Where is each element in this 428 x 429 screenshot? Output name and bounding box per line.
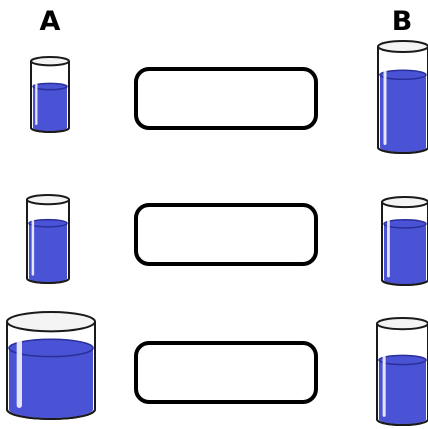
column-heading-b: B	[392, 6, 413, 37]
row-3-glass-b-rim	[376, 317, 428, 331]
row-3-glass-a-water	[9, 347, 94, 418]
row-3-glass-a-water-surface	[8, 338, 94, 358]
row-3-glass-b-glass-outline	[376, 323, 428, 426]
row-2-glass-a-rim	[26, 194, 70, 206]
row-2-glass-b-water	[384, 223, 426, 284]
row-1-glass-a-water	[33, 86, 67, 131]
row-3-glass-a-rim	[6, 311, 96, 333]
row-1-glass-b-icon	[377, 40, 428, 154]
row-3-glass-b-icon	[376, 317, 428, 426]
row-1-glass-a-icon	[30, 56, 70, 133]
row-1	[30, 40, 428, 154]
row-3-glass-a-icon	[6, 311, 96, 420]
row-1-glass-a-water-surface	[32, 82, 68, 91]
row-2-glass-b-icon	[381, 196, 428, 286]
row-1-glass-a-rim	[30, 56, 70, 67]
row-1-glass-b-water-surface	[379, 69, 427, 81]
row-2-glass-a-icon	[26, 194, 70, 284]
row-2	[26, 194, 428, 286]
row-2-glass-b-glass-outline	[381, 202, 428, 286]
row-2-glass-b-rim	[381, 196, 428, 209]
row-3-glass-a-glass-outline	[6, 321, 96, 420]
row-1-glass-b-rim	[377, 40, 428, 53]
row-1-answer-box[interactable]	[134, 67, 318, 130]
row-2-glass-a-water	[29, 223, 67, 282]
row-2-glass-a-glass-outline	[26, 199, 70, 284]
row-3-answer-box[interactable]	[134, 341, 318, 404]
row-2-glass-a-water-surface	[28, 218, 68, 228]
row-3	[6, 311, 428, 426]
row-1-glass-a-glass-outline	[30, 61, 70, 133]
row-2-glass-b-water-surface	[383, 219, 427, 229]
column-heading-a: A	[40, 6, 61, 37]
row-1-glass-b-water	[380, 74, 426, 152]
row-1-glass-b-glass-outline	[377, 46, 428, 154]
row-2-answer-box[interactable]	[134, 203, 318, 266]
row-3-glass-b-water-surface	[378, 354, 427, 366]
row-3-glass-b-water	[379, 360, 426, 424]
